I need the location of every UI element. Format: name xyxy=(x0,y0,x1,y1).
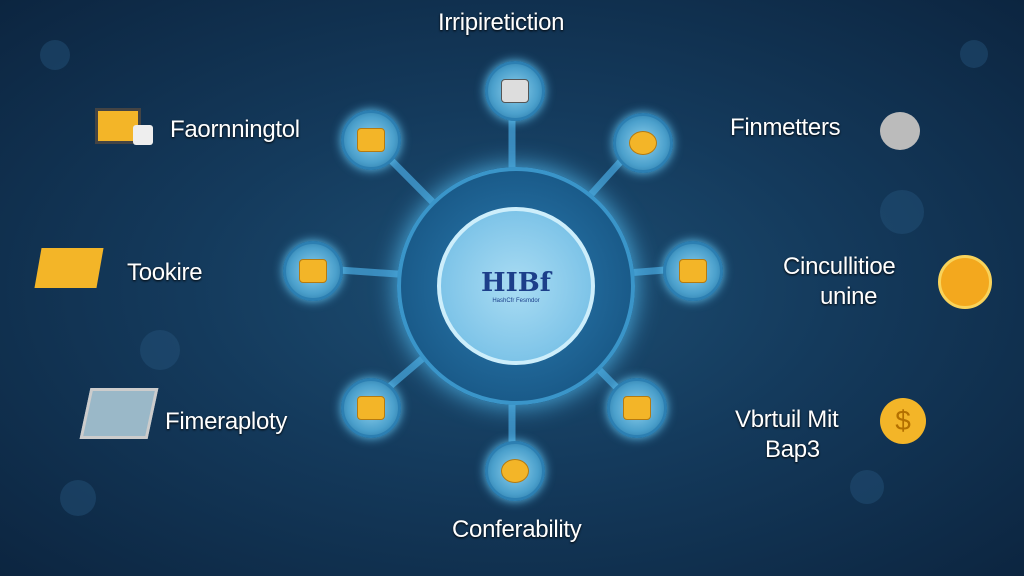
laptop-icon xyxy=(79,388,159,439)
label-bottom-right-1: Vbrtuil Mit xyxy=(735,406,839,433)
badge-icon xyxy=(938,255,992,309)
node-top-camera[interactable] xyxy=(485,61,545,121)
hub-logo: HIBf xyxy=(481,268,551,298)
node-upper-right[interactable] xyxy=(613,113,673,173)
toolkit-icon xyxy=(34,248,104,288)
node-lower-right[interactable] xyxy=(607,378,667,438)
label-bottom-right-2: Bap3 xyxy=(765,436,820,463)
title-label: Irripiretiction xyxy=(438,9,565,36)
node-right[interactable] xyxy=(663,241,723,301)
background-decoration xyxy=(850,470,884,504)
chart-icon xyxy=(299,259,327,283)
camera-icon xyxy=(501,79,529,103)
label-mid-right-2: unine xyxy=(820,283,878,310)
node-left[interactable] xyxy=(283,241,343,301)
coin-icon xyxy=(629,131,657,155)
dollar-pin-icon: $ xyxy=(880,398,926,444)
node-bottom[interactable] xyxy=(485,441,545,501)
label-mid-right-1: Cincullitioe xyxy=(783,253,896,280)
background-decoration xyxy=(40,40,70,70)
cup-icon xyxy=(133,125,153,145)
background-decoration xyxy=(880,190,924,234)
gem-icon xyxy=(357,396,385,420)
label-top-right: Finmetters xyxy=(730,114,841,141)
label-bottom: Conferability xyxy=(452,516,582,543)
node-upper-left[interactable] xyxy=(341,110,401,170)
background-decoration xyxy=(960,40,988,68)
hub-logo-subtext: HashCfr Fesmdor xyxy=(492,298,540,304)
background-decoration xyxy=(60,480,96,516)
central-hub[interactable]: HIBf HashCfr Fesmdor xyxy=(437,207,595,365)
label-mid-left: Tookire xyxy=(127,259,203,286)
tools-icon xyxy=(880,112,920,150)
crown-icon xyxy=(623,396,651,420)
label-top-left: Faornningtol xyxy=(170,116,300,143)
document-icon xyxy=(357,128,385,152)
stack-icon xyxy=(679,259,707,283)
background-decoration xyxy=(140,330,180,370)
coin-icon xyxy=(501,459,529,483)
label-bottom-left: Fimeraploty xyxy=(165,408,288,435)
node-lower-left[interactable] xyxy=(341,378,401,438)
